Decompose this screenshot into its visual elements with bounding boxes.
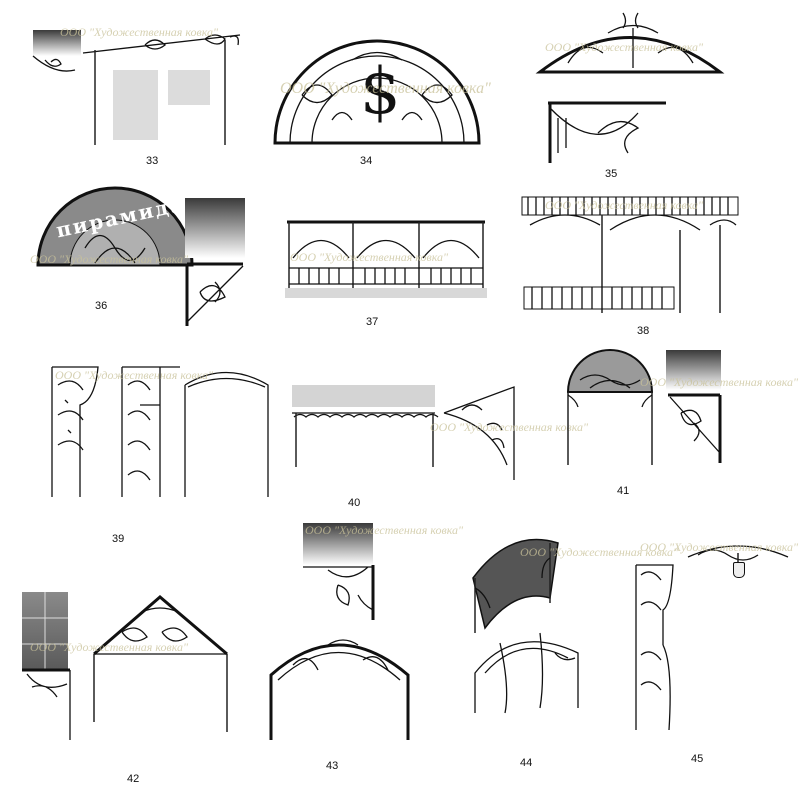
item-number: 41 bbox=[617, 485, 630, 497]
item-number: 36 bbox=[95, 300, 108, 312]
product-36 bbox=[36, 186, 194, 267]
product-35 bbox=[535, 12, 725, 163]
corner-bracket bbox=[668, 393, 722, 463]
dollar-sign-icon: $ bbox=[360, 55, 401, 129]
product-34 bbox=[273, 39, 481, 145]
corner-bracket bbox=[185, 262, 244, 326]
item-number: 45 bbox=[691, 753, 704, 765]
product-38 bbox=[521, 196, 739, 313]
item-number: 33 bbox=[146, 155, 159, 167]
canopy-wall-block bbox=[33, 30, 81, 56]
canopy-wall-block bbox=[303, 523, 373, 565]
item-number: 44 bbox=[520, 757, 533, 769]
item-number: 35 bbox=[605, 168, 618, 180]
item-number: 42 bbox=[127, 773, 140, 785]
product-42 bbox=[22, 592, 228, 740]
product-39 bbox=[51, 366, 269, 497]
item-number: 34 bbox=[360, 155, 373, 167]
item-number: 39 bbox=[112, 533, 125, 545]
canopy-wall-block bbox=[666, 350, 721, 390]
door-panel bbox=[113, 70, 158, 140]
window-panel bbox=[168, 70, 210, 105]
item-number: 38 bbox=[637, 325, 650, 337]
product-44 bbox=[472, 538, 579, 714]
product-41 bbox=[566, 349, 654, 465]
product-45 bbox=[635, 545, 789, 731]
canopy-panel bbox=[292, 385, 435, 407]
item-number: 43 bbox=[326, 760, 339, 772]
scroll-ornament bbox=[32, 34, 241, 145]
lantern-icon bbox=[733, 562, 745, 578]
product-40 bbox=[292, 386, 515, 480]
product-33: ООО "Художественная ковка" bbox=[25, 25, 250, 150]
canopy-wall-block bbox=[185, 198, 245, 258]
product-37 bbox=[285, 220, 487, 298]
product-43 bbox=[269, 565, 410, 740]
item-number: 37 bbox=[366, 316, 379, 328]
item-number: 40 bbox=[348, 497, 361, 509]
